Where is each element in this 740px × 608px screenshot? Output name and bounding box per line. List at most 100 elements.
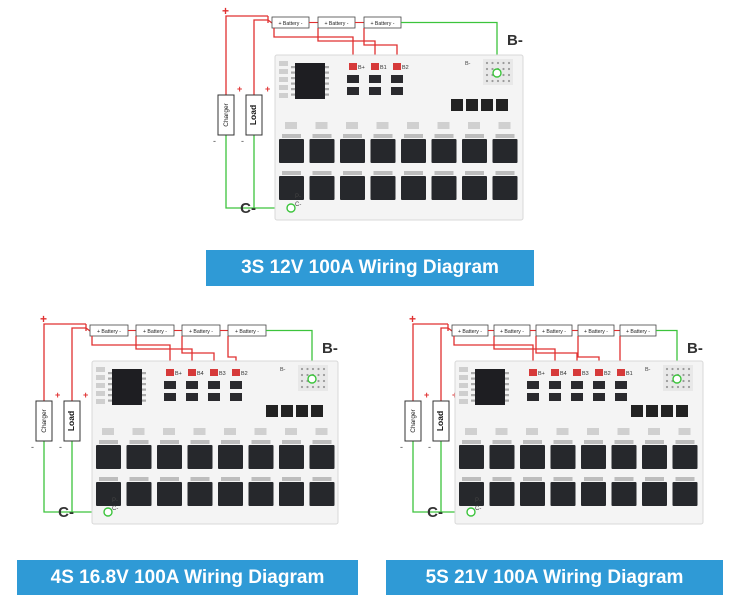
mosfet-tab <box>675 477 695 481</box>
via-hole <box>687 379 691 383</box>
smd-part <box>678 428 691 435</box>
via-hole <box>502 79 505 83</box>
mosfet-tab <box>645 440 664 444</box>
small-transistor <box>164 393 176 401</box>
smd-part <box>526 428 538 435</box>
mosfet <box>431 176 457 200</box>
via-hole <box>485 61 489 65</box>
via-hole <box>322 367 326 371</box>
mosfet <box>431 139 457 163</box>
via-hole <box>300 373 304 377</box>
mosfet <box>462 176 487 200</box>
balance-pad <box>595 369 603 376</box>
bms-ic-chip <box>112 369 142 405</box>
charger-negative-wire <box>43 441 108 513</box>
smd-part <box>459 367 468 372</box>
via-hole <box>502 73 505 77</box>
ic-pin <box>291 93 295 96</box>
small-transistor <box>615 381 627 389</box>
charger-negative-wire <box>412 441 471 513</box>
smd-part <box>96 375 105 380</box>
ic-pin <box>108 388 112 391</box>
smd-part <box>459 391 468 396</box>
ic-pin <box>325 66 329 69</box>
mosfet <box>279 445 304 469</box>
small-transistor <box>571 381 583 389</box>
ic-pin <box>142 383 146 386</box>
battery-cell-label: + Battery - <box>458 329 482 335</box>
mosfet <box>459 445 484 469</box>
battery-positive-link <box>85 327 91 332</box>
smd-part <box>346 122 358 129</box>
ic-pin <box>142 399 146 402</box>
via-hole <box>687 385 691 389</box>
mosfet <box>187 445 213 469</box>
mosfet-tab <box>99 440 118 444</box>
mosfet-tab <box>160 440 179 444</box>
via-hole <box>485 79 489 83</box>
caption-3s: 3S 12V 100A Wiring Diagram <box>206 250 534 286</box>
via-hole <box>502 67 505 71</box>
battery-cell-label: + Battery - <box>324 21 348 27</box>
small-transistor <box>369 87 381 95</box>
mosfet <box>401 139 426 163</box>
battery-positive-link <box>267 19 273 24</box>
small-transistor <box>369 75 381 83</box>
mosfet <box>370 139 396 163</box>
ic-pin <box>471 372 475 375</box>
board-b-minus-label: B- <box>645 367 651 373</box>
via-hole <box>676 385 680 389</box>
ic-pin <box>142 388 146 391</box>
smd-part <box>495 428 508 435</box>
load-minus-sign: - <box>428 442 431 452</box>
ic-pin <box>471 388 475 391</box>
small-transistor <box>593 393 605 401</box>
mosfet-tab <box>343 171 362 175</box>
smd-part <box>465 428 477 435</box>
balance-pad-label: B1 <box>626 371 633 377</box>
small-transistor <box>347 87 359 95</box>
via-hole <box>507 73 511 77</box>
small-transistor <box>391 87 403 95</box>
bms-board <box>91 360 339 525</box>
mosfet <box>157 482 182 506</box>
smd-part <box>498 122 511 129</box>
via-hole <box>491 79 494 83</box>
smd-part <box>315 122 328 129</box>
battery-cell-label: + Battery - <box>370 21 394 27</box>
c-minus-label: C- <box>427 504 443 521</box>
charger-minus-sign: - <box>400 442 403 452</box>
ic-pin <box>325 88 329 91</box>
balance-sense-wire <box>317 28 376 65</box>
ic-pin <box>325 71 329 74</box>
board-p-minus-label: P- <box>475 498 481 504</box>
mosfet <box>309 482 335 506</box>
mosfet <box>126 482 152 506</box>
mosfet-tab <box>404 134 423 138</box>
balance-pad <box>349 63 357 70</box>
via-hole <box>485 73 489 77</box>
ic-pin <box>505 383 509 386</box>
mosfet-tab <box>404 171 423 175</box>
c-minus-terminal <box>466 507 476 517</box>
balance-pad <box>166 369 174 376</box>
charger-label: Charger <box>41 408 48 432</box>
mosfet-tab <box>492 440 512 444</box>
load-positive-wire <box>440 327 448 401</box>
charger-plus-sign: + <box>55 390 60 400</box>
charger-label: Charger <box>223 102 230 126</box>
mosfet-tab <box>434 171 454 175</box>
mosfet <box>492 139 518 163</box>
ic-pin <box>291 77 295 80</box>
balance-pad-label: B+ <box>538 371 545 377</box>
small-transistor <box>230 381 242 389</box>
balance-sense-wire <box>273 28 354 65</box>
mosfet <box>340 139 365 163</box>
charger-label: Charger <box>410 408 417 432</box>
ic-pin <box>471 383 475 386</box>
c-minus-terminal <box>103 507 113 517</box>
smd-part <box>96 391 105 396</box>
balance-pad <box>393 63 401 70</box>
mosfet <box>550 482 576 506</box>
